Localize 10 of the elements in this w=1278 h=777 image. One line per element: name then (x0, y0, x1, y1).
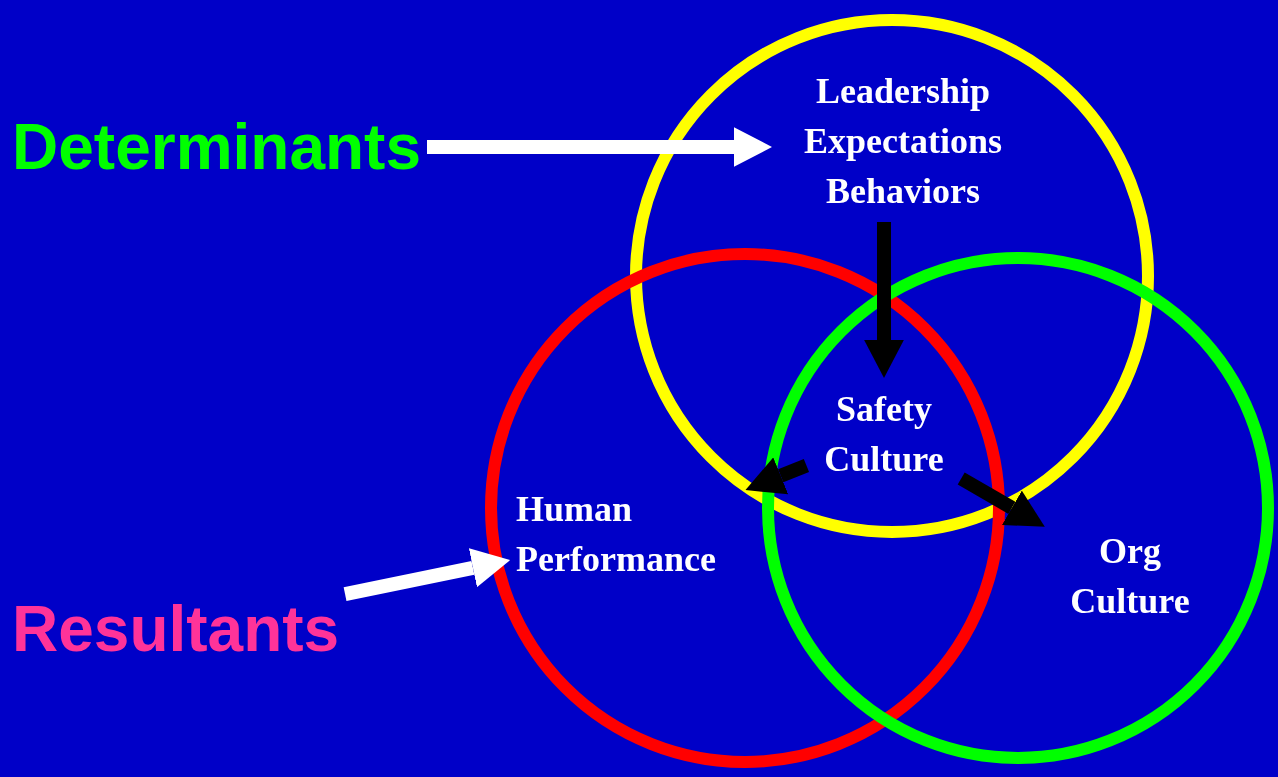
arrow (427, 127, 772, 167)
circle-label: Leadership Expectations Behaviors (778, 66, 1028, 216)
arrow (864, 222, 904, 378)
heading-label: Determinants (12, 112, 421, 182)
arrow (343, 548, 511, 601)
arrow (745, 457, 810, 495)
heading-label: Resultants (12, 594, 340, 664)
circle-label: Safety Culture (812, 384, 956, 484)
circle-label: Org Culture (1050, 526, 1210, 626)
circle-label: Human Performance (516, 484, 758, 584)
